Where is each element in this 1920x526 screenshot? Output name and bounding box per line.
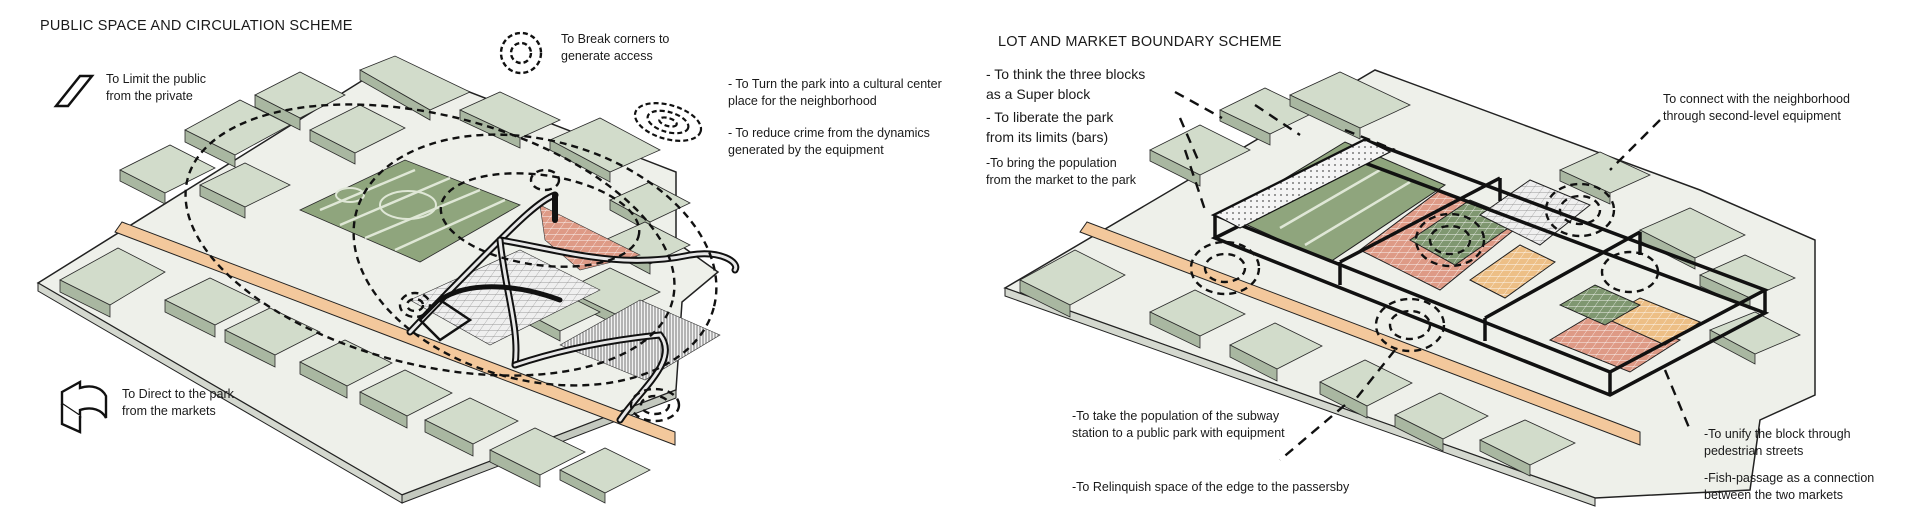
left-back-buildings <box>119 55 691 342</box>
right-leader-lines <box>1174 90 1692 461</box>
annotation-subway-station: -To take the population of the subway st… <box>1072 409 1285 440</box>
left-panel-title: PUBLIC SPACE AND CIRCULATION SCHEME <box>40 18 353 34</box>
right-isometric-site <box>1003 69 1816 507</box>
annotation-unify-block: -To unify the block through pedestrian s… <box>1704 427 1851 458</box>
legend-reduce-crime-label: - To reduce crime from the dynamics gene… <box>728 126 930 157</box>
double-circle-icon <box>499 31 543 75</box>
curved-arrow-icon <box>60 379 108 434</box>
left-front-buildings <box>59 247 651 504</box>
left-market-grid <box>409 249 601 346</box>
legend-cultural-center-label: - To Turn the park into a cultural cente… <box>728 77 942 108</box>
annotation-liberate-park: - To liberate the park from its limits (… <box>986 109 1114 145</box>
legend-direct-park-label: To Direct to the park from the markets <box>122 387 234 418</box>
legend-limit-public-label: To Limit the public from the private <box>106 72 207 103</box>
left-legend-icons <box>53 31 703 434</box>
annotation-bring-population: -To bring the population from the market… <box>986 156 1137 187</box>
parallelogram-icon <box>53 74 95 108</box>
left-circulation-paths <box>406 191 740 424</box>
annotation-super-block: - To think the three blocks as a Super b… <box>986 66 1146 102</box>
annotation-fish-passage: -Fish-passage as a connection between th… <box>1704 471 1875 502</box>
left-isometric-site <box>36 55 740 504</box>
dotted-edge-strip <box>1213 139 1392 229</box>
left-dashed-ellipses <box>184 103 718 423</box>
right-buildings <box>1019 71 1801 477</box>
annotation-relinquish-edge: -To Relinquish space of the edge to the … <box>1072 480 1350 494</box>
right-panel-title: LOT AND MARKET BOUNDARY SCHEME <box>998 34 1282 50</box>
annotation-connect-neighborhood: To connect with the neighborhood through… <box>1663 92 1850 123</box>
right-dashed-circles <box>1189 182 1660 353</box>
left-park <box>299 159 521 263</box>
concentric-ellipse-icon <box>633 102 703 142</box>
legend-break-corners-label: To Break corners to generate access <box>561 32 670 63</box>
